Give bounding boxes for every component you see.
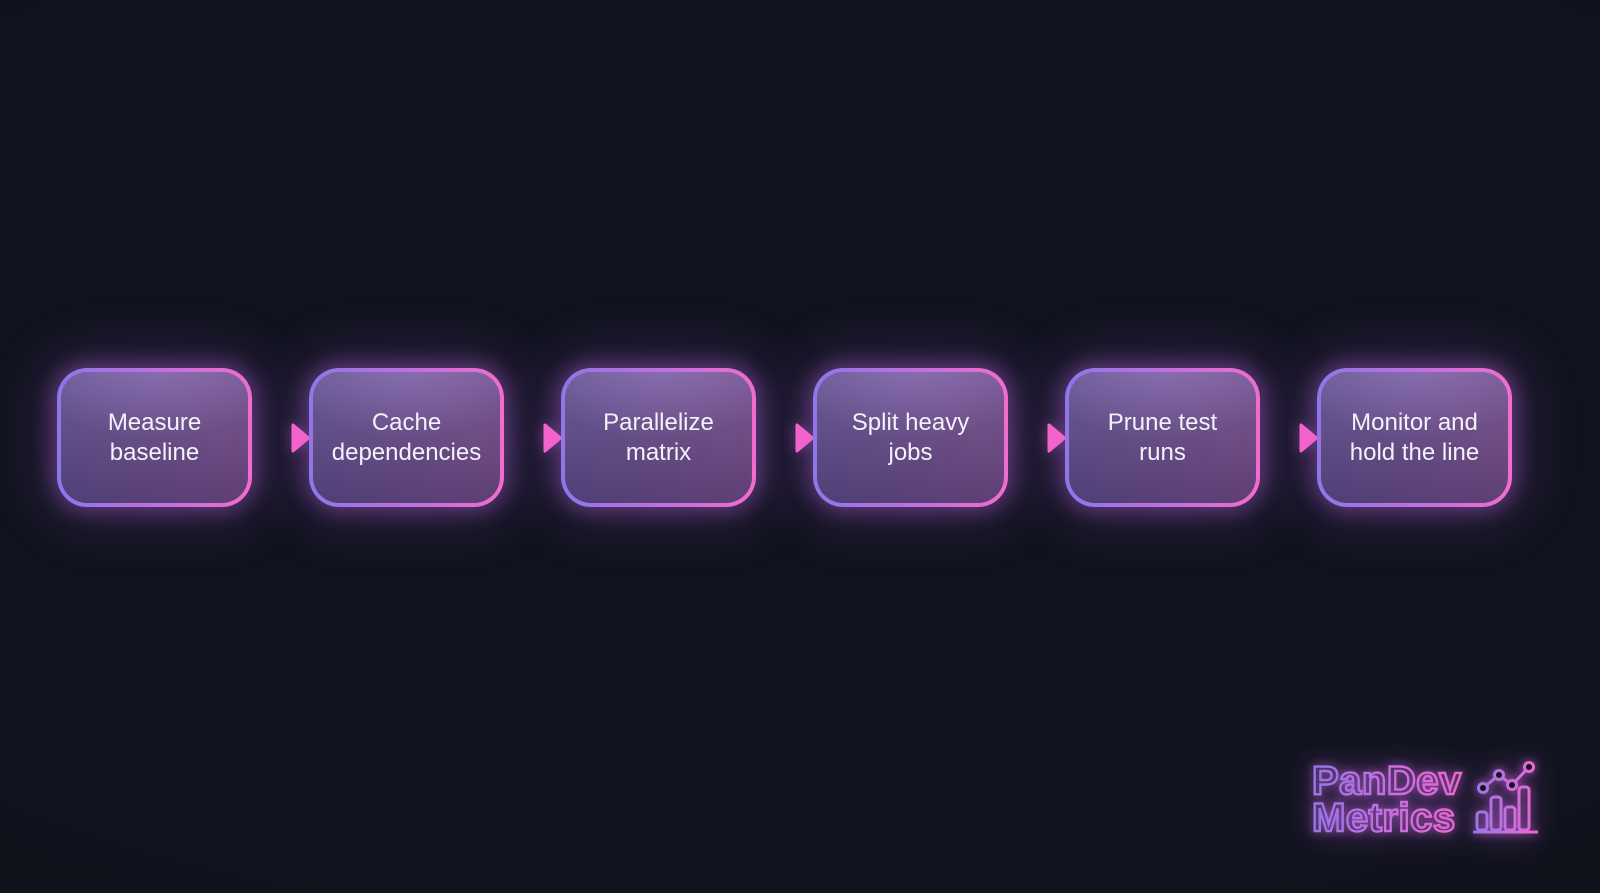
flow-step-body: Cache dependencies (313, 372, 500, 503)
arrow-right-icon (1260, 423, 1317, 452)
flowchart: Measure baseline Cache dependencies Para… (57, 368, 1512, 507)
logo-wordmark-line2: Metrics (1312, 796, 1456, 837)
flow-step-body: Split heavy jobs (817, 372, 1004, 503)
bar-line-chart-icon (1473, 761, 1538, 834)
flow-step-cache-dependencies: Cache dependencies (309, 368, 504, 507)
flow-step-body: Measure baseline (61, 372, 248, 503)
flow-step-body: Monitor and hold the line (1321, 372, 1508, 503)
flow-step-body: Parallelize matrix (565, 372, 752, 503)
arrow-connector (756, 416, 813, 460)
logo-wordmark-line1: PanDev (1312, 759, 1462, 803)
arrow-right-icon (1008, 423, 1065, 452)
flow-step-label: Measure baseline (107, 408, 202, 466)
flow-step-label: Parallelize matrix (603, 408, 714, 466)
flow-step-label: Split heavy jobs (851, 408, 970, 466)
arrow-connector (252, 416, 309, 460)
flow-step-parallelize-matrix: Parallelize matrix (561, 368, 756, 507)
flow-step-label: Monitor and hold the line (1349, 408, 1480, 466)
arrow-right-icon (504, 423, 561, 452)
logo: PanDev Metrics (1300, 745, 1540, 837)
flow-step-label: Prune test runs (1107, 408, 1218, 466)
arrow-connector (1260, 416, 1317, 460)
flow-step-monitor-hold-line: Monitor and hold the line (1317, 368, 1512, 507)
flow-step-label: Cache dependencies (331, 408, 482, 466)
flow-step-prune-test-runs: Prune test runs (1065, 368, 1260, 507)
arrow-right-icon (756, 423, 813, 452)
arrow-connector (504, 416, 561, 460)
flow-step-split-heavy-jobs: Split heavy jobs (813, 368, 1008, 507)
arrow-right-icon (252, 423, 309, 452)
arrow-connector (1008, 416, 1065, 460)
flow-step-measure-baseline: Measure baseline (57, 368, 252, 507)
flow-step-body: Prune test runs (1069, 372, 1256, 503)
